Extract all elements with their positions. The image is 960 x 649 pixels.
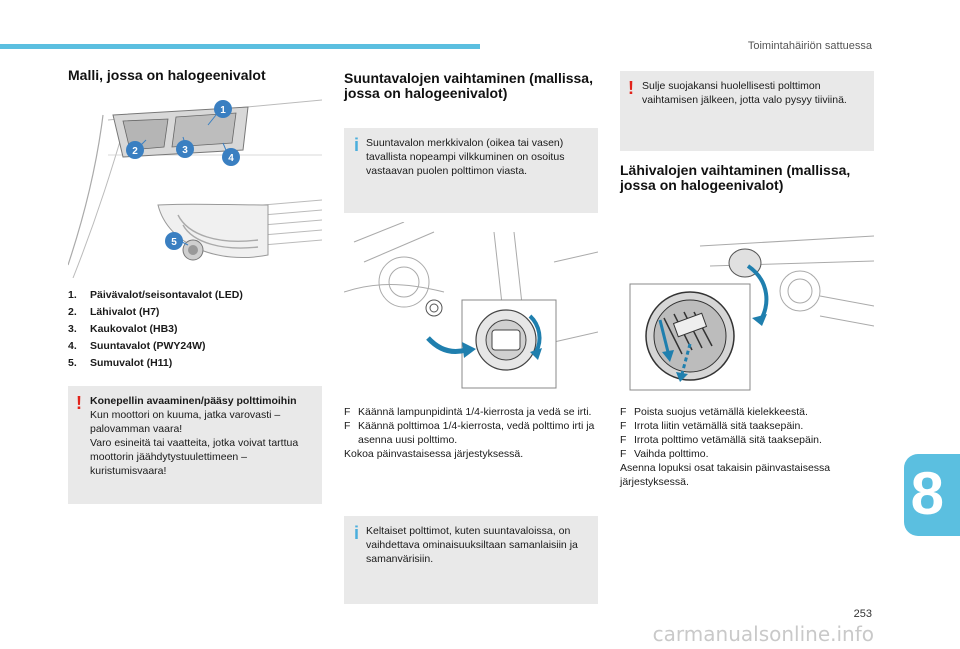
low-beam-figure <box>620 226 874 392</box>
closing-text: Kokoa päinvastaisessa järjestyksessä. <box>344 448 524 460</box>
info-icon: i <box>354 523 360 543</box>
warning-title: Konepellin avaaminen/pääsy polttimoihin <box>90 395 297 407</box>
watermark: carmanualsonline.info <box>652 622 874 646</box>
warning-icon: ! <box>76 393 82 413</box>
svg-text:2: 2 <box>132 146 138 157</box>
turn-signal-figure <box>344 222 598 390</box>
callout-badge-3: 3 <box>176 140 194 158</box>
svg-text:3: 3 <box>182 145 188 156</box>
callout-badge-4: 4 <box>222 148 240 166</box>
info-text: Suuntavalon merkkivalon (oikea tai vasen… <box>366 137 565 177</box>
bulb-legend: 1.Päivävalot/seisontavalot (LED) 2.Lähiv… <box>68 287 322 372</box>
low-beam-illustration <box>629 235 874 391</box>
svg-text:1: 1 <box>220 105 226 116</box>
yellow-bulb-info-box: i Keltaiset polttimot, kuten suuntavaloi… <box>344 516 598 604</box>
callout-badge-5: 5 <box>165 232 183 250</box>
legend-item: 4.Suuntavalot (PWY24W) <box>68 340 206 352</box>
headlamp-figure: 1 2 3 4 5 <box>68 95 322 278</box>
section-title: Toimintahäiriön sattuessa <box>747 40 872 52</box>
info-icon: i <box>354 135 360 155</box>
warning-icon: ! <box>628 78 634 98</box>
bonnet-warning-box: ! Konepellin avaaminen/pääsy polttimoihi… <box>68 386 322 504</box>
turn-signal-heading: Suuntavalojen vaihtaminen (mallissa, jos… <box>344 70 593 101</box>
legend-item: 1.Päivävalot/seisontavalot (LED) <box>68 289 243 301</box>
info-text: Keltaiset polttimot, kuten suuntavaloiss… <box>366 525 578 565</box>
left-heading: Malli, jossa on halogeenivalot <box>68 67 266 83</box>
legend-item: 5.Sumuvalot (H11) <box>68 357 173 369</box>
legend-item: 3.Kaukovalot (HB3) <box>68 323 178 335</box>
turn-signal-illustration <box>344 222 598 389</box>
header-accent-bar <box>0 44 480 49</box>
callout-badge-2: 2 <box>126 141 144 159</box>
chapter-tab <box>904 454 960 536</box>
cover-warning-box: ! Sulje suojakansi huolellisesti polttim… <box>620 71 874 151</box>
headlamp-illustration: 1 2 3 4 5 <box>68 99 322 278</box>
closing-text: Asenna lopuksi osat takaisin päinvastais… <box>620 462 831 488</box>
warning-text: Sulje suojakansi huolellisesti polttimon… <box>642 80 847 106</box>
warning-text: Varo esineitä tai vaatteita, jotka voiva… <box>90 437 299 477</box>
chapter-number: 8 <box>910 460 944 527</box>
legend-item: 2.Lähivalot (H7) <box>68 306 160 318</box>
svg-text:4: 4 <box>228 153 234 164</box>
callout-badge-1: 1 <box>214 100 232 118</box>
warning-text: Kun moottori on kuuma, jatka varovasti –… <box>90 409 281 435</box>
turn-signal-info-box: i Suuntavalon merkkivalon (oikea tai vas… <box>344 128 598 213</box>
low-beam-heading: Lähivalojen vaihtaminen (mallissa, jossa… <box>620 162 851 193</box>
svg-text:5: 5 <box>171 237 177 248</box>
page-number: 253 <box>853 608 872 620</box>
